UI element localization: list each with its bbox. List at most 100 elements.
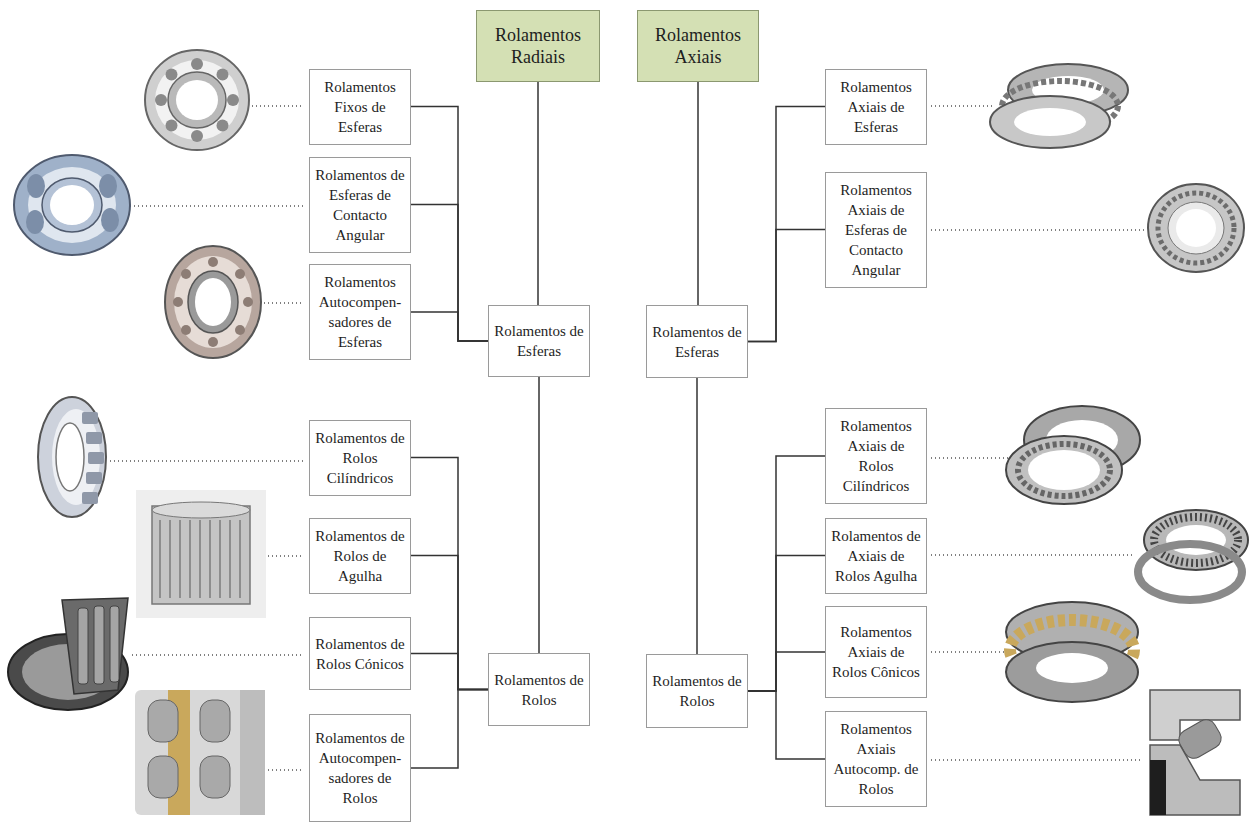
tree-connector: [748, 691, 825, 759]
category-box: Rolamentos de Rolos Cilíndricos: [309, 420, 411, 496]
tree-connector: [748, 556, 825, 692]
roller: [110, 606, 119, 682]
rollers: [148, 700, 230, 798]
needles: [160, 520, 240, 598]
leader-line: [110, 460, 304, 461]
category-box: Rolamentos de Rolos de Agulha: [309, 518, 411, 594]
box-label: Rolamentos Radiais: [481, 24, 595, 68]
leader-line: [931, 229, 1145, 230]
ball: [208, 337, 218, 347]
needle-cage: [1154, 517, 1238, 563]
washer: [1144, 510, 1248, 570]
category-box: Rolamentos Autocompen- sadores de Esfera…: [309, 264, 411, 360]
needle: [169, 520, 171, 598]
balls: [155, 58, 239, 142]
washer: [1138, 544, 1242, 600]
cylindrical-roller-thrust-bearing: [1006, 406, 1140, 504]
needle: [179, 520, 181, 598]
ball: [235, 325, 245, 335]
bore: [195, 278, 231, 326]
category-box: Rolamentos Axiais de Rolos Cônicos: [825, 606, 927, 698]
ball: [101, 208, 119, 232]
tree-connector: [411, 107, 488, 342]
bore: [1014, 108, 1086, 136]
washer: [1006, 436, 1122, 504]
raceway: [174, 256, 252, 348]
angular-contact-ball-bearing: [14, 155, 130, 255]
ball: [27, 174, 45, 198]
rollers: [82, 412, 104, 504]
roller: [200, 756, 230, 798]
inner-ring: [1168, 202, 1224, 254]
inner-ring: [188, 271, 238, 333]
tree-connector: [411, 458, 488, 690]
leader-line: [264, 302, 304, 303]
roller: [88, 452, 104, 464]
leader-line: [268, 555, 304, 556]
box-label: Rolamentos Fixos de Esferas: [314, 77, 406, 137]
tree-connector: [411, 556, 488, 690]
cup-edge: [152, 502, 250, 518]
ball: [217, 120, 229, 132]
ball: [181, 325, 191, 335]
needle: [239, 520, 241, 598]
cone: [62, 598, 128, 694]
inner-ring: [42, 178, 102, 232]
roller-cage: [1018, 444, 1110, 496]
tree-connector: [748, 456, 825, 691]
category-box: Rolamentos Fixos de Esferas: [309, 69, 411, 145]
ball: [166, 120, 178, 132]
ball: [155, 94, 167, 106]
tree-connector: [411, 690, 488, 769]
box-label: Rolamentos de Esferas de Contacto Angula…: [314, 165, 406, 245]
cylindrical-roller-bearing: [38, 397, 106, 517]
category-header: Rolamentos Radiais: [476, 10, 600, 82]
box-label: Rolamentos Autocompen- sadores de Esfera…: [314, 272, 406, 352]
angular-contact-thrust-ball-bearing: [1148, 184, 1244, 272]
spherical-roller-thrust-bearing: [1150, 690, 1240, 815]
category-box: Rolamentos Axiais de Rolos Cilíndricos: [825, 408, 927, 504]
box-label: Rolamentos Axiais de Esferas de Contacto…: [830, 180, 922, 280]
washer: [990, 96, 1110, 148]
self-aligning-ball-bearing: [165, 246, 261, 358]
outer-ring: [38, 397, 106, 517]
category-box: Rolamentos de Rolos: [488, 653, 590, 726]
category-box: Rolamentos de Rolos: [646, 654, 748, 728]
box-label: Rolamentos de Axiais de Rolos Agulha: [830, 526, 922, 586]
tree-connector: [697, 82, 699, 305]
leader-line: [931, 759, 1142, 760]
category-box: Rolamentos de Axiais de Rolos Agulha: [825, 518, 927, 594]
box-label: Rolamentos Axiais: [642, 24, 754, 68]
box-label: Rolamentos de Rolos: [493, 670, 585, 710]
balls: [173, 257, 253, 347]
box-label: Rolamentos de Rolos de Agulha: [314, 526, 406, 586]
deep-groove-ball-bearing: [145, 50, 249, 150]
balls: [26, 174, 119, 234]
category-header: Rolamentos Axiais: [637, 10, 759, 82]
needle-roller-bearing: [136, 490, 266, 618]
washer: [1006, 642, 1138, 702]
inner-ring: [168, 72, 226, 128]
category-box: Rolamentos de Esferas: [646, 305, 748, 378]
spherical-roller-bearing: [135, 690, 265, 815]
ball: [181, 269, 191, 279]
box-label: Rolamentos Axiais Autocomp. de Rolos: [830, 719, 922, 799]
roller: [86, 472, 102, 484]
leader-line: [252, 105, 304, 106]
ball: [227, 94, 239, 106]
ball: [217, 69, 229, 81]
ball: [173, 297, 183, 307]
roller: [82, 492, 98, 504]
roller: [78, 608, 88, 684]
roller: [86, 432, 102, 444]
outer-ring: [165, 246, 261, 358]
shadow: [1150, 760, 1166, 815]
ball: [191, 130, 203, 142]
roller: [94, 606, 104, 684]
category-box: Rolamentos de Rolos Cónicos: [309, 617, 411, 690]
box-label: Rolamentos Axiais de Rolos Cilíndricos: [830, 416, 922, 496]
box-label: Rolamentos Axiais de Esferas: [830, 77, 922, 137]
leader-line: [931, 554, 1135, 555]
tree-connector: [748, 107, 825, 342]
